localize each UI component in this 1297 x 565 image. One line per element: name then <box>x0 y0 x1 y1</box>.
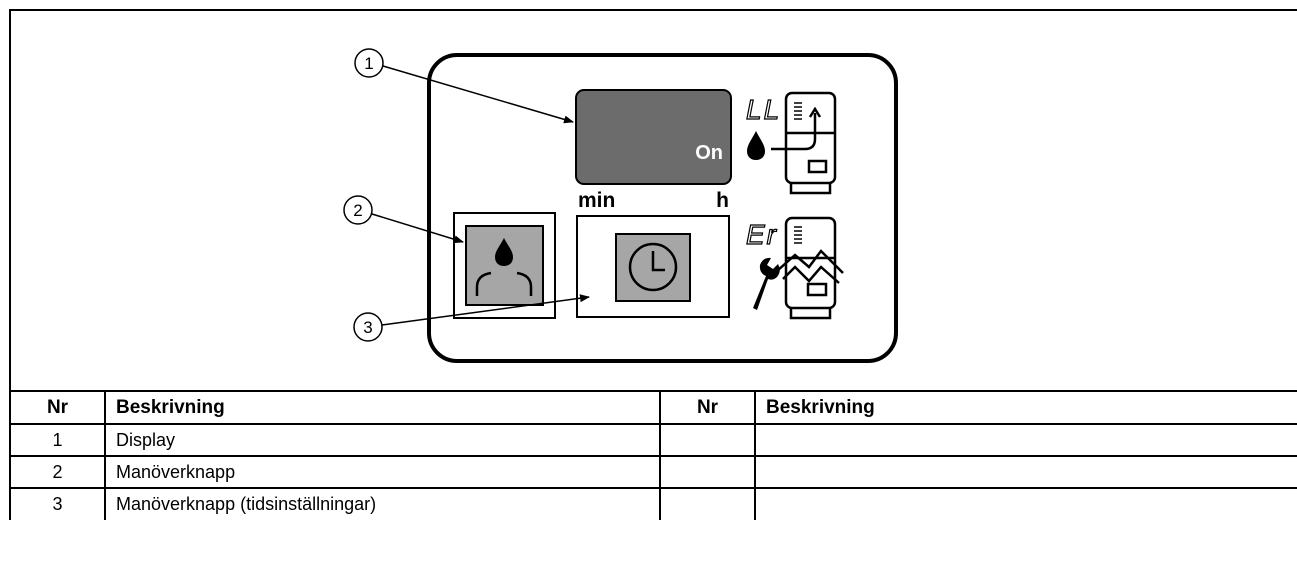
control-panel-figure: On min h LL Er <box>343 48 898 363</box>
svg-text:2: 2 <box>353 201 362 220</box>
table-header-row: Nr Beskrivning Nr Beskrivning <box>9 390 1297 425</box>
svg-text:3: 3 <box>363 318 372 337</box>
water-drop-icon <box>495 238 513 266</box>
header-nr-2: Nr <box>659 390 756 425</box>
figure-frame: On min h LL Er <box>9 9 1297 390</box>
timer-control-button[interactable] <box>576 215 730 318</box>
table-row: 2 Manöverknapp <box>9 455 1297 489</box>
display-status-text: On <box>695 142 723 164</box>
callout-3: 3 <box>353 294 590 342</box>
row-description-2 <box>754 423 1297 457</box>
row-nr: 2 <box>9 455 106 489</box>
description-table: Nr Beskrivning Nr Beskrivning 1 Display … <box>9 390 1297 520</box>
table-row: 3 Manöverknapp (tidsinställningar) <box>9 487 1297 520</box>
table-row: 1 Display <box>9 423 1297 457</box>
code-er-label: Er <box>746 219 778 250</box>
code-ll-label: LL <box>746 94 781 125</box>
callout-1: 1 <box>354 48 574 124</box>
row-description: Manöverknapp <box>104 455 661 489</box>
row-nr-2 <box>659 487 756 520</box>
row-nr-2 <box>659 455 756 489</box>
unit-min-label: min <box>578 189 615 212</box>
row-nr: 3 <box>9 487 106 520</box>
row-description-2 <box>754 487 1297 520</box>
row-nr: 1 <box>9 423 106 457</box>
row-description-2 <box>754 455 1297 489</box>
display-screen <box>575 89 732 185</box>
separator-curves-icon <box>475 271 533 296</box>
wrench-icon <box>753 257 780 310</box>
tank-error-icon <box>776 216 844 320</box>
row-description: Display <box>104 423 661 457</box>
unit-h-label: h <box>716 189 729 212</box>
callout-2: 2 <box>343 195 464 244</box>
tank-fill-icon <box>771 91 837 195</box>
header-description-2: Beskrivning <box>754 390 1297 425</box>
water-drop-icon <box>747 131 765 160</box>
control-button[interactable] <box>453 212 556 319</box>
row-description: Manöverknapp (tidsinställningar) <box>104 487 661 520</box>
svg-text:1: 1 <box>364 54 373 73</box>
row-nr-2 <box>659 423 756 457</box>
header-description: Beskrivning <box>104 390 661 425</box>
header-nr: Nr <box>9 390 106 425</box>
